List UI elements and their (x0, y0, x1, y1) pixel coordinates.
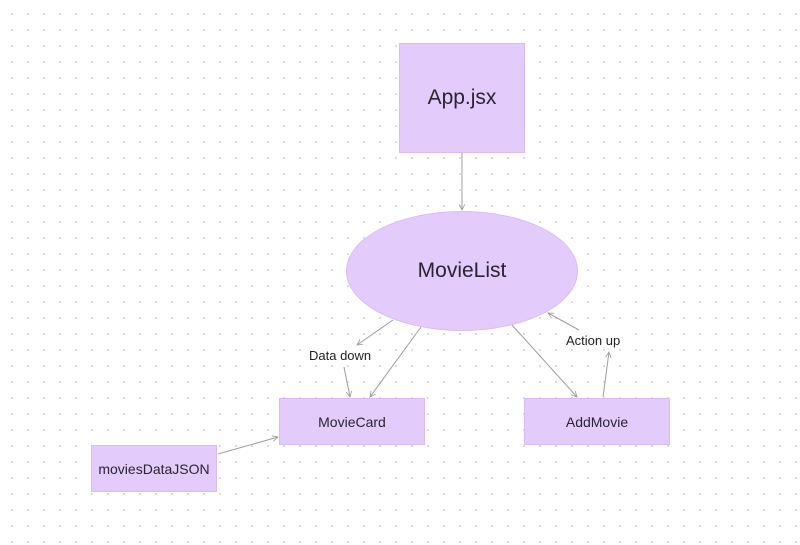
edge-movielist-to-moviecard (370, 326, 422, 397)
data-down-label: Data down (307, 348, 374, 363)
movielist-node[interactable]: MovieList (346, 211, 578, 331)
edge-action-up-label-to-movielist (548, 313, 580, 331)
moviecard-node-label: MovieCard (318, 413, 386, 430)
edge-addmovie-to-action-up-label (602, 352, 609, 398)
edge-json-to-moviecard (217, 437, 278, 455)
edge-data-down-label-to-moviecard (343, 366, 350, 397)
edge-movielist-to-addmovie (511, 324, 577, 397)
action-up-label: Action up (564, 333, 623, 348)
edge-movielist-to-data-down-label (357, 319, 394, 345)
app-node[interactable]: App.jsx (399, 43, 525, 153)
movielist-node-label: MovieList (417, 259, 507, 282)
movies-json-node-label: moviesDataJSON (98, 460, 210, 477)
moviecard-node[interactable]: MovieCard (279, 398, 425, 445)
addmovie-node-label: AddMovie (565, 413, 629, 430)
movies-json-node[interactable]: moviesDataJSON (91, 445, 217, 492)
app-node-label: App.jsx (427, 86, 497, 109)
addmovie-node[interactable]: AddMovie (524, 398, 670, 445)
